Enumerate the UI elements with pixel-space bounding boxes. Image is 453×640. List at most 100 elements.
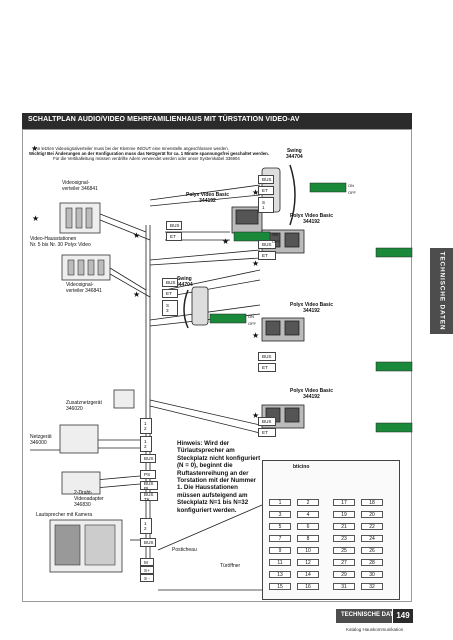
keypad-button[interactable]: 21	[333, 523, 355, 530]
keypad-button[interactable]: 10	[297, 547, 319, 554]
keypad-button[interactable]: 25	[333, 547, 355, 554]
note-line-1: An letzten Videosignalverteiler muss bei…	[35, 146, 229, 151]
keypad-button[interactable]: 6	[297, 523, 319, 530]
terminal-et: ET	[258, 251, 276, 260]
terminal-et: ET	[258, 186, 274, 195]
posticheau-label: Posticheau	[172, 547, 197, 553]
keypad-button[interactable]: 18	[361, 499, 383, 506]
svg-text:★: ★	[133, 231, 140, 240]
keypad-button[interactable]: 11	[269, 559, 291, 566]
terminal-bus: BUS	[162, 278, 178, 287]
keypad-button[interactable]: 1	[269, 499, 291, 506]
keypad-button[interactable]: 29	[333, 571, 355, 578]
keypad-button[interactable]: 20	[361, 511, 383, 518]
hausstationen-label: Video-Hausstationen Nr. 5 bis Nr. 30 Pol…	[30, 236, 91, 248]
terminal-ps: PS	[140, 470, 156, 479]
keypad-button[interactable]: 7	[269, 535, 291, 542]
svg-text:★: ★	[252, 259, 259, 268]
catalog-name: Katalog Hauskommunikation	[346, 627, 404, 632]
keypad-button[interactable]: 26	[361, 547, 383, 554]
footer-section-tab: TECHNISCHE DATEN	[336, 609, 402, 623]
page-number: 149	[393, 609, 413, 623]
note-line-2: Wichtig! Bei Änderungen an der Konfigura…	[29, 151, 269, 157]
terminal-s3: S 3	[162, 300, 178, 316]
swing-label-1: Swing 344704	[286, 148, 303, 160]
verteiler-label-top: Videosignal- verteiler 346841	[62, 180, 98, 192]
svg-text:★: ★	[252, 188, 259, 197]
keypad-button[interactable]: 23	[333, 535, 355, 542]
keypad-button[interactable]: 3	[269, 511, 291, 518]
terminal-1-2: 1 2	[140, 436, 152, 452]
polyx-label-3: Polyx Video Basic 344192	[290, 302, 333, 314]
footer-section-label: TECHNISCHE DATEN	[341, 612, 402, 618]
keypad-button[interactable]: 28	[361, 559, 383, 566]
polyx-label-4: Polyx Video Basic 344192	[290, 388, 333, 400]
keypad-button[interactable]: 14	[297, 571, 319, 578]
terminal-1-2: 1 2	[140, 518, 152, 534]
installation-note: An letzten Videosignalverteiler muss bei…	[29, 146, 287, 162]
switch-off-label: OFF	[272, 239, 280, 244]
zusatz-label: Zusatznetzgerät 346020	[66, 400, 102, 412]
svg-text:★: ★	[252, 331, 259, 340]
terminal-et: ET	[162, 289, 178, 298]
verteiler-label-mid: Videosignal- verteiler 346841	[66, 282, 102, 294]
switch-off-label: OFF	[348, 190, 356, 195]
tueroeffner-label: Türöffner	[220, 563, 241, 569]
lautsprecher-label: Lautsprecher mit Kamera	[36, 512, 93, 518]
draht-label: 2-Draht- Videoadapter 346830	[74, 490, 104, 508]
keypad-button[interactable]: 16	[297, 583, 319, 590]
keypad-button[interactable]: 19	[333, 511, 355, 518]
terminal-bus-tk: BUS TK	[140, 492, 158, 502]
keypad-button[interactable]: 12	[297, 559, 319, 566]
keypad-button[interactable]: 5	[269, 523, 291, 530]
side-tab[interactable]: TECHNISCHE DATEN	[430, 248, 453, 334]
keypad-button[interactable]: 27	[333, 559, 355, 566]
terminal-m: M	[140, 558, 154, 566]
terminal-bus: BUS	[166, 221, 182, 230]
keypad-brand: bticino	[293, 464, 310, 470]
terminal-et: ET	[258, 363, 276, 372]
netzgeraet-label: Netzgerät 346000	[30, 434, 52, 446]
keypad-button[interactable]: 15	[269, 583, 291, 590]
polyx-label-1: Polyx Video Basic 344192	[186, 192, 229, 204]
keypad-button[interactable]: 13	[269, 571, 291, 578]
switch-on-label: ON	[248, 314, 254, 319]
terminal-1-2: 1 2	[140, 418, 152, 434]
keypad-button[interactable]: 31	[333, 583, 355, 590]
switch-off-label: OFF	[248, 321, 256, 326]
terminal-et: ET	[258, 428, 276, 437]
keypad-button[interactable]: 8	[297, 535, 319, 542]
svg-text:★: ★	[222, 237, 229, 246]
keypad-button[interactable]: 24	[361, 535, 383, 542]
keypad-button[interactable]: 4	[297, 511, 319, 518]
terminal-s-minus: S -	[140, 574, 154, 582]
terminal-et: ET	[166, 232, 182, 241]
section-title: SCHALTPLAN AUDIO/VIDEO MEHRFAMILIENHAUS …	[28, 116, 300, 123]
terminal-bus: BUS	[258, 240, 276, 249]
polyx-label-2: Polyx Video Basic 344192	[290, 213, 333, 225]
terminal-s-plus: S+	[140, 566, 154, 574]
terminal-bus: BUS	[140, 454, 156, 463]
terminal-bus: BUS	[258, 175, 274, 184]
svg-text:★: ★	[32, 214, 39, 223]
terminal-s1: S 1	[258, 197, 274, 213]
svg-text:★: ★	[133, 290, 140, 299]
configuration-hint: Hinweis: Wird der Türlautsprecher am Ste…	[177, 440, 261, 514]
terminal-bus: BUS	[258, 352, 276, 361]
terminal-bus-ps: BUS PI	[140, 481, 158, 491]
section-title-bar: SCHALTPLAN AUDIO/VIDEO MEHRFAMILIENHAUS …	[22, 113, 412, 129]
switch-on-label: ON	[272, 232, 278, 237]
note-line-3: Für die Vertikalleitung müssen verdrillt…	[53, 156, 240, 162]
svg-text:★: ★	[252, 411, 259, 420]
keypad-button[interactable]: 9	[269, 547, 291, 554]
switch-on-label: ON	[348, 183, 354, 188]
keypad-button[interactable]: 17	[333, 499, 355, 506]
keypad-button[interactable]: 30	[361, 571, 383, 578]
swing-label-2: Swing 344704	[176, 276, 193, 288]
star-icon: ★	[31, 144, 39, 153]
keypad-button[interactable]: 2	[297, 499, 319, 506]
keypad-button[interactable]: 32	[361, 583, 383, 590]
keypad-button[interactable]: 22	[361, 523, 383, 530]
